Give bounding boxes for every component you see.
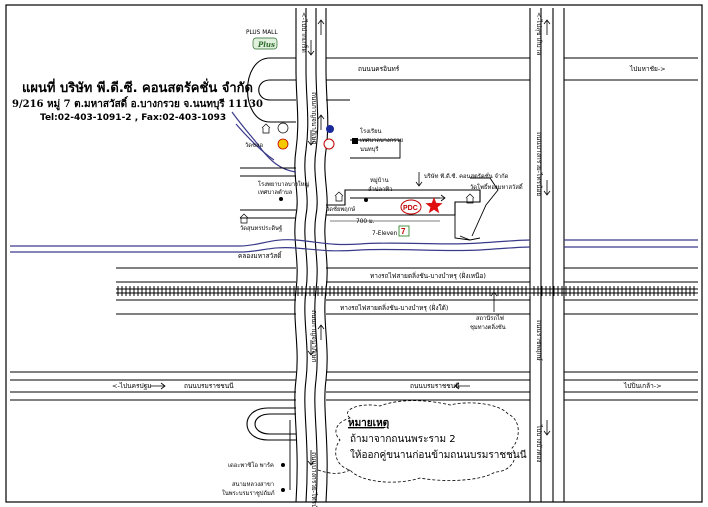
distance-marker: 700 ม. 7-Eleven 7 <box>330 219 440 237</box>
note-line-2: ให้ออกคู่ขนานก่อนข้ามถนนบรมราชชนนี <box>350 449 527 461</box>
boromma-mid-label: ถนนบรมราชชนนี <box>410 382 460 390</box>
building-icon <box>352 138 358 144</box>
ratchaphruek-bottom-label: ถนนราชพฤกษ์ <box>535 320 543 362</box>
lower-bang-kruai-road <box>116 299 698 315</box>
bang-kruai-road <box>326 139 499 241</box>
wat-yai-label: โรงพยาบาลบางใหญ่ <box>258 180 309 188</box>
road-arrows <box>150 19 551 466</box>
pdc-logo-badge <box>400 199 422 215</box>
mahasawat-canal <box>10 239 698 253</box>
rail-lower-label: ทางรถไฟสายตลิ่งชัน-บางบำหรุ (ฝั่งใต้) <box>340 303 448 312</box>
right-top-label: <-ไปสุขาภิบาล <box>535 12 543 55</box>
seven-eleven-icon <box>398 225 410 237</box>
station-label-1: สถานีรถไฟ <box>476 314 504 322</box>
market-label-2: ในพระบรมราชูปถัมภ์ <box>222 489 275 497</box>
to-mahachai-label: ไปมหาชัย-> <box>629 65 666 73</box>
temple-label: วัดโพธิ์ทองมหาสวัสดิ์ <box>470 182 524 191</box>
boromma-left-label: ถนนบรมราชชนนี <box>184 382 234 390</box>
note-box: หมายเหตุ ถ้ามาจากถนนพระราม 2 ให้ออกคู่ขน… <box>317 400 527 483</box>
school-label: วัดชัยพฤกษ์ <box>326 205 355 213</box>
seven-eleven-label: 7-Eleven <box>372 231 398 237</box>
wat-pra-ngoen-label: วัดสุนทรประดิษฐ์ <box>240 224 282 232</box>
ratchaphruek-top-label: ถนนบางกรวย-ไทรน้อย <box>535 132 543 196</box>
nakhon-in-label: ถนนนครอินทร์ <box>358 65 400 73</box>
bang-kruai-sai-noi-road <box>116 267 698 283</box>
landmark-shell: วัดชลอ <box>245 122 335 150</box>
plus-mall-logo-box <box>252 37 278 50</box>
seven-eleven-glyph: 7 <box>401 227 406 236</box>
company-marker: บริษัท พี.ดี.ซี. คอนสตรัคชั่น จำกัด วัดโ… <box>400 172 524 215</box>
temple-icon <box>261 123 271 134</box>
rail-upper-label: ทางรถไฟสายตลิ่งชัน-บางบำหรุ (ฝั่งเหนือ) <box>370 271 486 280</box>
company-contact: Tel:02-403-1091-2 , Fax:02-403-1093 <box>40 113 226 123</box>
plus-mall-title: PLUS MALL <box>246 30 278 36</box>
kanchanaphisek-bottom-label: ถนนกาญจนาภิเษก <box>310 310 318 363</box>
kanchanaphisek-top-label: ถนนกาญจนาภิเษก <box>310 92 318 145</box>
bottom-interchange <box>246 407 296 490</box>
railway-track <box>116 286 698 296</box>
temple-icon-3 <box>334 191 344 202</box>
note-line-1: ถ้ามาจากถนนพระราม 2 <box>350 433 456 445</box>
canal-label: คลองมหาสวัสดิ์ <box>238 251 283 260</box>
map-frame <box>5 4 703 503</box>
kanchanaphisek-road <box>294 8 329 503</box>
landmark-bottom-left: เดอะพาซิโอ พาร์ค สนามหลวงสาขา ในพระบรมรา… <box>222 461 285 497</box>
shell-station-icon <box>277 122 289 134</box>
dot-icon-4 <box>281 488 285 492</box>
left-streams <box>231 111 297 219</box>
village-label-1: หมู่บ้าน <box>370 177 389 184</box>
dot-icon-3 <box>281 463 285 467</box>
plus-mall-logo: Plus <box>257 40 275 49</box>
to-pinklao-label: ไปปิ่นเกล้า-> <box>623 381 662 390</box>
village-label-2: ลำปลาทิว <box>368 186 392 193</box>
caltex-logo-icon <box>323 138 335 150</box>
market-label-1: สนามหลวงสาขา <box>232 481 274 488</box>
wat-yai-label-2: เทศบาลตำบล <box>258 189 293 196</box>
distance-label: 700 ม. <box>356 219 375 225</box>
company-label: บริษัท พี.ดี.ซี. คอนสตรัคชั่น จำกัด <box>424 172 509 180</box>
gas-station-icon <box>326 125 334 133</box>
ratchaphruek-road <box>529 8 565 502</box>
borommaratchachonnani-road <box>10 371 698 401</box>
landmark-station: สถานีรถไฟ ชุมทางตลิ่งชัน <box>470 300 506 331</box>
bottom-road-label: ถนนบางกรวย-ไทรน้อย <box>310 452 318 507</box>
hospital-label-2: เทศบาลบางกรวย <box>360 137 403 144</box>
hospital-label: โรงเรียน <box>360 127 382 135</box>
map-title: แผนที่ บริษัท พี.ดี.ซี. คอนสตรัคชั่น จำก… <box>22 78 253 96</box>
temple-icon-4 <box>465 193 475 204</box>
lotus-label: เดอะพาซิโอ พาร์ค <box>228 461 274 469</box>
pdc-logo-label: PDC <box>403 205 418 212</box>
shell-logo-icon <box>277 138 289 150</box>
nakhon-in-road <box>246 57 698 123</box>
station-label-2: ชุมทางตลิ่งชัน <box>470 323 506 331</box>
landmark-hospital: โรงเรียน เทศบาลบางกรวย นนทบุรี <box>326 125 403 153</box>
company-address: 9/216 หมู่ 7 ต.มหาสวัสดิ์ อ.บางกรวย จ.นน… <box>12 96 263 111</box>
left-top-label: <-ไปปากเกร็ด <box>300 12 309 53</box>
to-nakhon-pathom-label: <-ไปนครปฐม <box>112 382 151 390</box>
landmark-hospital-left: โรงพยาบาลบางใหญ่ เทศบาลตำบล วัดสุนทรประด… <box>239 180 309 232</box>
dot-icon-2 <box>364 198 368 202</box>
landmark-village: หมู่บ้าน ลำปลาทิว วัดชัยพฤกษ์ <box>326 177 392 213</box>
temple-icon-2 <box>239 213 249 224</box>
to-bang-bua-thong-label: ไปบางบัวทอง <box>535 424 543 462</box>
note-heading: หมายเหตุ <box>348 418 389 429</box>
dot-icon <box>279 197 283 201</box>
company-star-icon <box>425 197 443 214</box>
wat-chalo-label: วัดชลอ <box>245 141 263 149</box>
nonthaburi-label: นนทบุรี <box>360 146 379 153</box>
